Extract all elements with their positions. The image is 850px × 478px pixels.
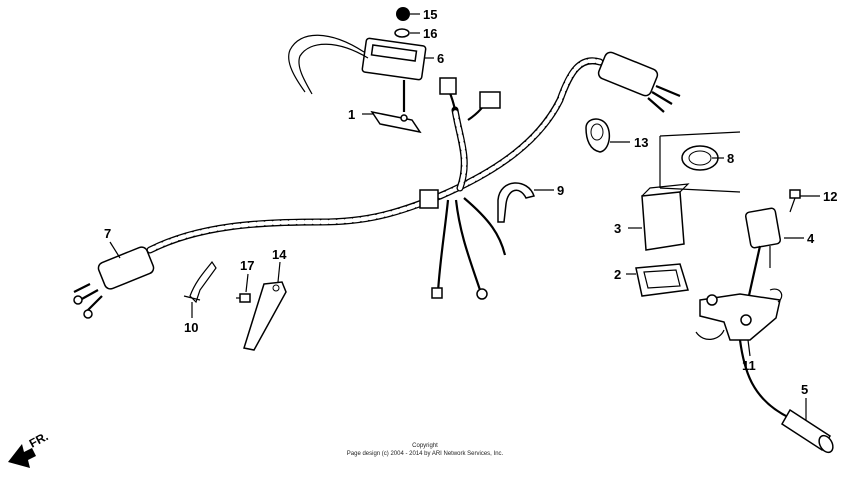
callout-17: 17: [240, 258, 254, 273]
callout-16: 16: [423, 26, 437, 41]
throttle-cable-part-5[interactable]: [738, 339, 836, 455]
mounting-bracket-part-11[interactable]: [695, 288, 783, 341]
rubber-ring-part-13[interactable]: [585, 118, 611, 153]
clip-part-10[interactable]: [183, 260, 217, 304]
callout-5: 5: [801, 382, 808, 397]
stay-part-14[interactable]: [243, 281, 287, 351]
callout-7: 7: [104, 226, 111, 241]
ignition-coil-part-7[interactable]: [73, 245, 155, 319]
bolt-part-17[interactable]: [236, 293, 251, 303]
callout-15: 15: [423, 7, 437, 22]
callout-4: 4: [807, 231, 815, 246]
copyright-line-2: Page design (c) 2004 - 2014 by ARI Netwo…: [347, 451, 504, 457]
callout-3: 3: [614, 221, 621, 236]
clamp-part-8[interactable]: [659, 131, 741, 193]
callout-12: 12: [823, 189, 837, 204]
copyright-line-1: Copyright: [412, 443, 438, 449]
leader-lines: [109, 13, 820, 420]
tray-part-2[interactable]: [635, 263, 689, 297]
wire-harness: [146, 57, 604, 300]
callout-9: 9: [557, 183, 564, 198]
callout-13: 13: [634, 135, 648, 150]
washer-part-16[interactable]: [394, 28, 410, 38]
callout-1: 1: [348, 107, 355, 122]
callout-8: 8: [727, 151, 734, 166]
band-part-9[interactable]: [497, 182, 535, 223]
bracket-part-1[interactable]: [370, 110, 422, 134]
callout-10: 10: [184, 320, 198, 335]
box-part-3[interactable]: [641, 183, 690, 251]
regulator-part-6[interactable]: [288, 34, 427, 112]
bolt-part-12[interactable]: [789, 189, 801, 213]
switch-part-4[interactable]: [744, 207, 782, 301]
front-direction-arrow: FR.: [8, 429, 50, 468]
callout-11: 11: [742, 358, 756, 373]
front-direction-label: FR.: [27, 429, 51, 450]
callout-14: 14: [272, 247, 287, 262]
cap-part-15[interactable]: [396, 7, 410, 21]
upper-coil: [597, 51, 681, 113]
callout-2: 2: [614, 267, 621, 282]
callout-6: 6: [437, 51, 444, 66]
